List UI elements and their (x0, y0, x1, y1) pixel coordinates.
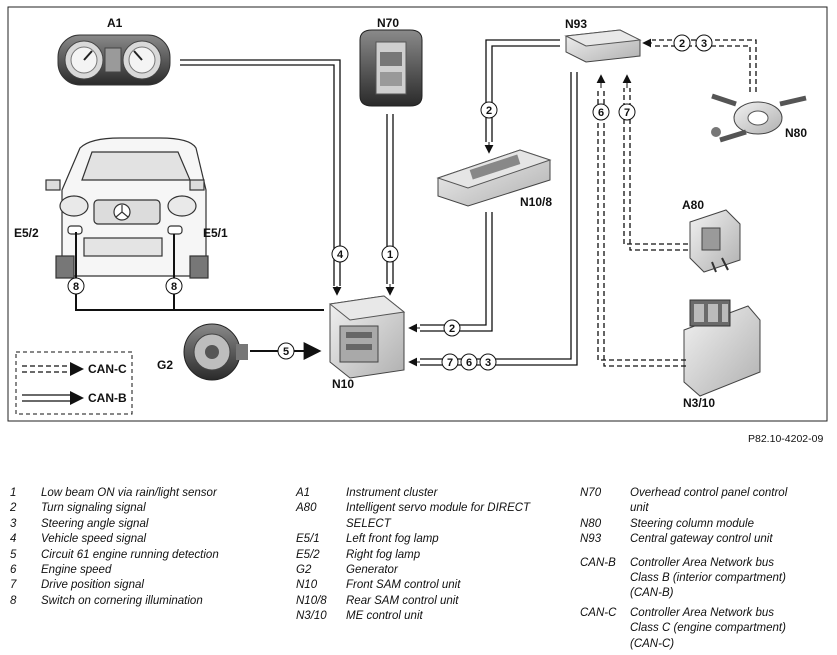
svg-text:8: 8 (73, 281, 79, 293)
connection-4-can-b (180, 59, 342, 296)
svg-text:7: 7 (447, 357, 453, 369)
vehicle-image (45, 137, 209, 279)
central-gateway-image (564, 29, 642, 63)
svg-text:3: 3 (485, 357, 491, 369)
bus-key: CAN-C CAN-B (15, 351, 133, 415)
signal-marker-7-bottom: 7 (441, 353, 459, 371)
svg-text:5: 5 (283, 346, 289, 358)
key-can-b-label: CAN-B (88, 391, 127, 405)
label-n10-8: N10/8 (520, 195, 552, 209)
label-n93: N93 (565, 17, 587, 31)
figure-reference: P82.10-4202-09 (748, 433, 824, 445)
signal-marker-3-right: 3 (695, 34, 713, 52)
signal-marker-6-bottom: 6 (460, 353, 478, 371)
signal-marker-2-bottom: 2 (443, 319, 461, 337)
system-diagram: CAN-C CAN-B 4 1 2 2 7 6 3 2 3 6 7 5 8 8 … (7, 6, 828, 422)
svg-text:6: 6 (466, 357, 472, 369)
rear-sam-image (436, 149, 552, 207)
instrument-cluster-image (57, 34, 171, 86)
signal-marker-1: 1 (381, 245, 399, 263)
signal-marker-3-bottom: 3 (479, 353, 497, 371)
label-e5-1: E5/1 (203, 226, 228, 240)
label-n80: N80 (785, 126, 807, 140)
signal-marker-2-right: 2 (673, 34, 691, 52)
label-n3-10: N3/10 (683, 396, 715, 410)
signal-markers: 4 1 2 2 7 6 3 2 3 6 7 5 8 8 (67, 34, 713, 371)
svg-text:2: 2 (679, 38, 685, 50)
front-sam-image (328, 295, 406, 379)
signal-marker-5: 5 (277, 342, 295, 360)
key-can-c-label: CAN-C (88, 362, 127, 376)
generator-image (183, 323, 248, 381)
overhead-control-panel-image (359, 29, 423, 107)
signal-marker-6-right: 6 (592, 103, 610, 121)
signal-marker-7-right: 7 (618, 103, 636, 121)
svg-text:1: 1 (387, 249, 393, 261)
label-n70: N70 (377, 16, 399, 30)
svg-text:4: 4 (337, 249, 344, 261)
me-control-unit-image (683, 299, 761, 397)
label-a1: A1 (107, 16, 123, 30)
signal-marker-2-top: 2 (480, 101, 498, 119)
label-n10: N10 (332, 377, 354, 391)
connection-7-can-c (622, 74, 688, 251)
label-e5-2: E5/2 (14, 226, 39, 240)
svg-text:7: 7 (624, 107, 630, 119)
connection-2-rear-sam-to-front-sam (408, 212, 493, 333)
steering-column-module-image (711, 93, 807, 143)
signal-marker-4: 4 (331, 245, 349, 263)
signal-marker-8-left: 8 (67, 277, 85, 295)
svg-text:3: 3 (701, 38, 707, 50)
svg-text:2: 2 (449, 323, 455, 335)
label-g2: G2 (157, 358, 173, 372)
servo-module-image (689, 209, 741, 273)
svg-text:2: 2 (486, 105, 492, 117)
svg-text:8: 8 (171, 281, 177, 293)
connection-8-fog-lamps (75, 232, 324, 311)
signal-marker-8-right: 8 (165, 277, 183, 295)
svg-text:6: 6 (598, 107, 604, 119)
connection-6-can-c (596, 74, 686, 367)
label-a80: A80 (682, 198, 704, 212)
